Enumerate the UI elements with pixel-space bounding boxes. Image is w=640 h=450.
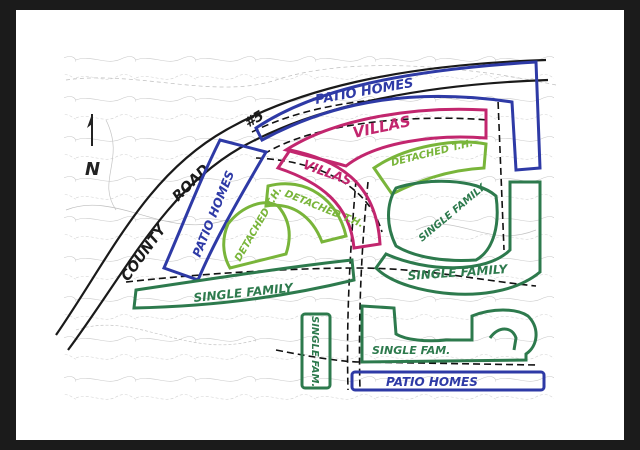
parcel-patio-homes-south: PATIO HOMES — [350, 370, 546, 392]
parcel-label: SINGLE FAM. — [372, 344, 450, 357]
parcel-label: PATIO HOMES — [386, 375, 478, 389]
parcel-single-fam-small: SINGLE FAM. — [300, 312, 332, 390]
parcel-single-fam-south: SINGLE FAM. — [360, 304, 538, 364]
contour-line — [75, 324, 257, 346]
contour-line — [105, 119, 117, 211]
north-label: N — [85, 159, 100, 180]
plan-sheet: N COUNTY ROAD #5 PATIO HOMES PATIO HOMES… — [16, 10, 624, 440]
contour-line — [65, 204, 227, 226]
road-spine-parallel — [358, 181, 369, 391]
parcel-label: SINGLE FAM. — [309, 316, 320, 387]
contour-line — [415, 223, 537, 237]
road-south — [275, 349, 537, 366]
county-road-edge-inner — [67, 78, 549, 351]
road-cross — [125, 267, 537, 287]
site-plan-map: N COUNTY ROAD #5 PATIO HOMES PATIO HOMES… — [55, 50, 557, 400]
county-road-edge-outer — [55, 58, 547, 336]
north-arrow: N — [85, 114, 100, 180]
road-loop-north — [251, 96, 505, 251]
road-loop-north-inner — [263, 117, 489, 155]
